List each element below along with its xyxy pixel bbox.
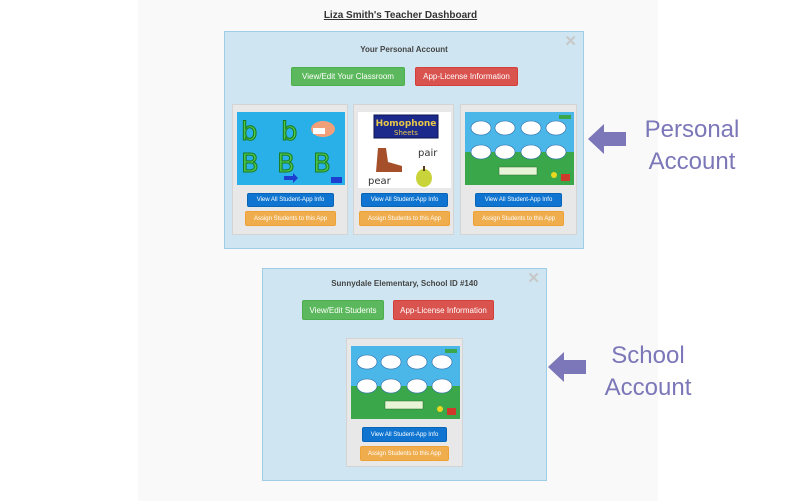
homophone-sheets-thumbnail[interactable]: Homophone Sheets pair pear: [358, 112, 451, 188]
assign-students-button[interactable]: Assign Students to this App: [473, 211, 564, 226]
letter-b-thumbnail[interactable]: b b B B B: [237, 112, 345, 185]
personal-account-callout: Personal Account: [627, 114, 757, 178]
assign-students-button[interactable]: Assign Students to this App: [360, 446, 449, 461]
callout-line: School: [611, 342, 685, 369]
svg-text:B: B: [313, 149, 331, 179]
app-card: Homophone Sheets pair pear View All Stud…: [353, 104, 454, 235]
view-student-app-info-button[interactable]: View All Student-App Info: [247, 193, 334, 207]
svg-text:Homophone: Homophone: [376, 119, 437, 129]
view-edit-students-button[interactable]: View/Edit Students: [302, 300, 384, 320]
view-student-app-info-button[interactable]: View All Student-App Info: [475, 193, 562, 207]
left-arrow-icon: [548, 352, 586, 382]
app-license-button[interactable]: App-License Information: [415, 67, 518, 86]
assign-students-button[interactable]: Assign Students to this App: [359, 211, 450, 226]
close-icon[interactable]: ✕: [564, 33, 577, 50]
svg-text:b: b: [281, 117, 298, 147]
app-card: View All Student-App Info Assign Student…: [460, 104, 577, 235]
app-card: b b B B B View All Student-App Info Assi…: [232, 104, 348, 235]
close-icon[interactable]: ✕: [527, 270, 540, 287]
svg-text:pair: pair: [418, 148, 438, 159]
app-card: View All Student-App Info Assign Student…: [346, 338, 463, 467]
svg-text:B: B: [241, 149, 259, 179]
view-edit-classroom-button[interactable]: View/Edit Your Classroom: [291, 67, 405, 86]
left-arrow-icon: [588, 124, 626, 154]
page-title: Liza Smith's Teacher Dashboard: [323, 10, 478, 21]
svg-text:B: B: [277, 149, 295, 179]
svg-text:b: b: [241, 117, 258, 147]
panel-title: Sunnydale Elementary, School ID #140: [331, 279, 478, 288]
view-student-app-info-button[interactable]: View All Student-App Info: [361, 193, 448, 207]
callout-line: Personal: [644, 116, 740, 143]
school-account-callout: School Account: [588, 340, 708, 404]
svg-text:Sheets: Sheets: [394, 129, 418, 137]
view-student-app-info-button[interactable]: View All Student-App Info: [362, 427, 447, 442]
callout-line: Account: [648, 148, 736, 175]
cloud-game-thumbnail[interactable]: [465, 112, 574, 185]
svg-text:pear: pear: [368, 176, 392, 187]
personal-account-panel: ✕ Your Personal Account View/Edit Your C…: [224, 31, 584, 249]
panel-title: Your Personal Account: [360, 45, 448, 54]
app-license-button[interactable]: App-License Information: [393, 300, 494, 320]
assign-students-button[interactable]: Assign Students to this App: [245, 211, 336, 226]
callout-line: Account: [604, 374, 692, 401]
school-account-panel: ✕ Sunnydale Elementary, School ID #140 V…: [262, 268, 547, 481]
cloud-game-thumbnail[interactable]: [351, 346, 460, 419]
